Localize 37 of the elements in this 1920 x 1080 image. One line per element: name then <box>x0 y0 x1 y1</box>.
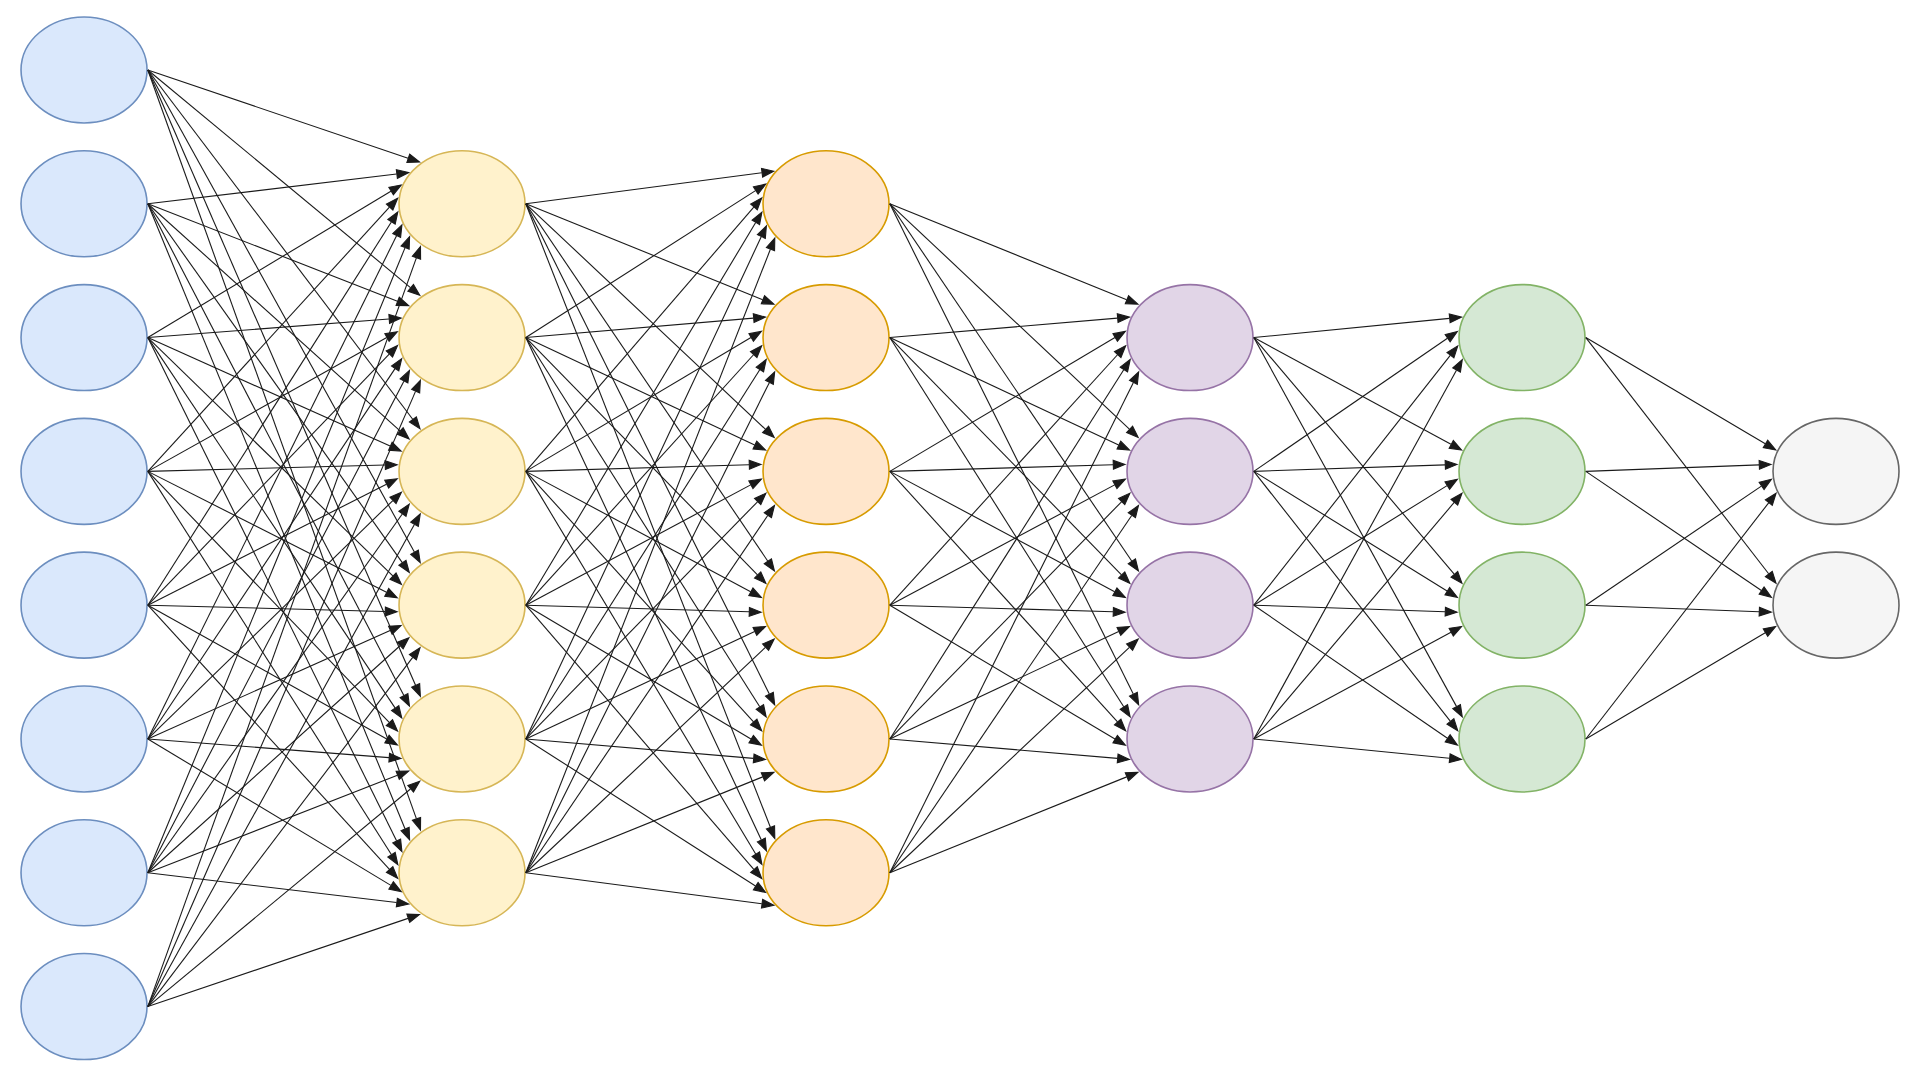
neuron-circle <box>1126 551 1254 659</box>
neuron-circle <box>1772 417 1900 526</box>
neuron-circle <box>1458 551 1586 659</box>
arrow <box>147 913 421 1008</box>
neuron-circle <box>762 150 890 258</box>
neuron-circle <box>1126 685 1254 793</box>
neuron-circle <box>762 283 890 392</box>
neuron-circle <box>1126 417 1254 526</box>
neuron-circle <box>20 283 148 392</box>
neuron-circle <box>20 150 148 258</box>
neuron-circle <box>1458 283 1586 392</box>
neuron-circle <box>398 818 526 927</box>
neuron-circle <box>398 551 526 659</box>
neuron-circle <box>762 818 890 927</box>
arrow <box>147 69 421 564</box>
neuron-circle <box>20 952 148 1061</box>
neuron-circle <box>398 417 526 526</box>
neuron-circle <box>20 818 148 927</box>
arrow <box>147 780 421 1008</box>
neuron-circle <box>20 16 148 124</box>
neuron-circle <box>20 551 148 659</box>
arrow <box>889 504 1140 874</box>
neuron-circle <box>398 283 526 392</box>
neuron-circle <box>20 417 148 526</box>
arrow <box>525 604 763 880</box>
arrow <box>147 69 421 163</box>
arrow <box>147 197 399 472</box>
neuron-circle <box>1458 685 1586 793</box>
neuron-circle <box>20 685 148 793</box>
neuron-circle <box>1458 417 1586 526</box>
neuron-circle <box>762 685 890 793</box>
neuron-circle <box>1772 551 1900 659</box>
neuron-circle <box>398 685 526 793</box>
neuron-circle <box>398 150 526 258</box>
neuron-circle <box>762 551 890 659</box>
neuron-circle <box>1126 283 1254 392</box>
neuron-circle <box>762 417 890 526</box>
